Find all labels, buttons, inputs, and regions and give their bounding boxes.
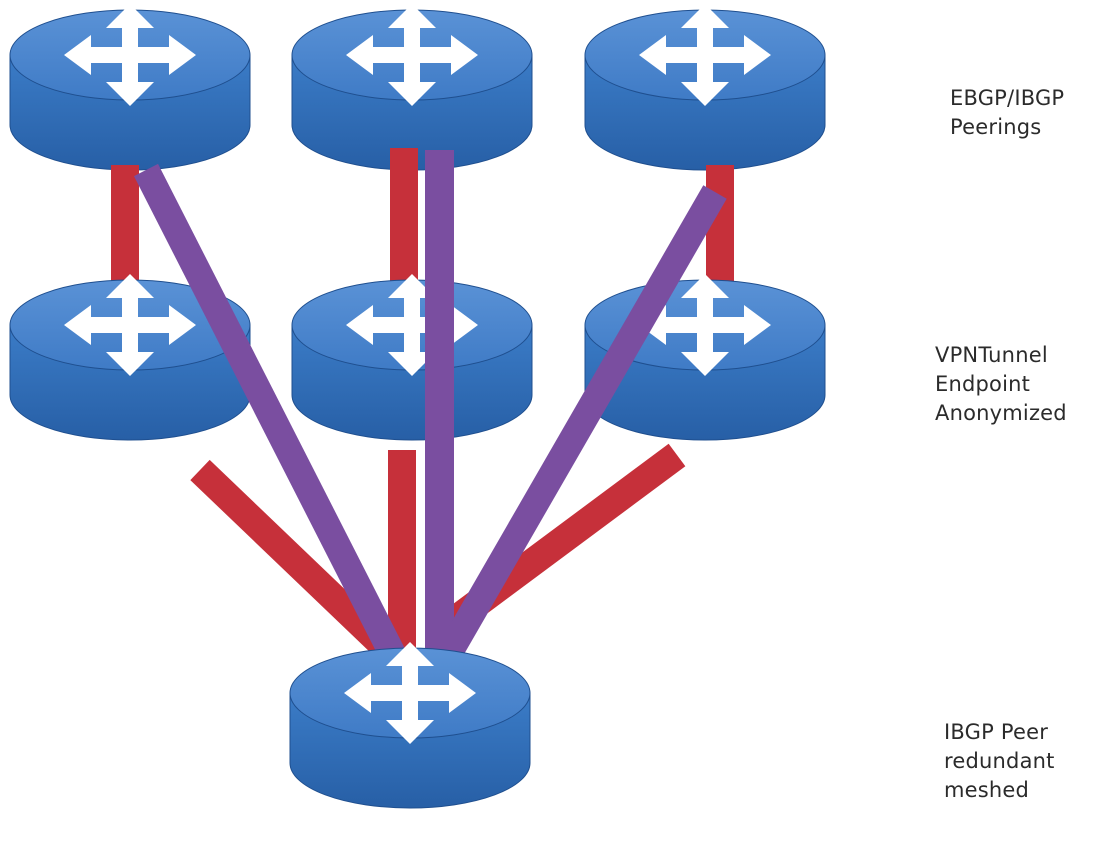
red-link	[388, 450, 416, 655]
label-line: redundant	[944, 749, 1055, 773]
router-icon	[584, 3, 826, 171]
label-ebgp-ibgp-peerings: EBGP/IBGP Peerings	[950, 84, 1064, 142]
label-line: VPNTunnel	[935, 343, 1048, 367]
label-line: IBGP Peer	[944, 720, 1049, 744]
label-line: Anonymized	[935, 401, 1067, 425]
router-icon	[291, 273, 533, 441]
router-icon	[289, 641, 531, 809]
red-link	[190, 459, 398, 661]
purple-link	[425, 150, 454, 655]
router-icon	[9, 3, 251, 171]
purple-link	[436, 185, 727, 662]
label-line: EBGP/IBGP	[950, 86, 1065, 110]
label-vpn-tunnel-endpoint: VPNTunnel Endpoint Anonymized	[935, 341, 1067, 428]
router-icon	[291, 3, 533, 171]
red-link	[706, 165, 734, 302]
label-line: Endpoint	[935, 372, 1031, 396]
purple-link	[133, 163, 406, 662]
label-ibgp-peer-meshed: IBGP Peer redundant meshed	[944, 718, 1055, 805]
label-line: meshed	[944, 778, 1030, 802]
label-line: Peerings	[950, 115, 1042, 139]
